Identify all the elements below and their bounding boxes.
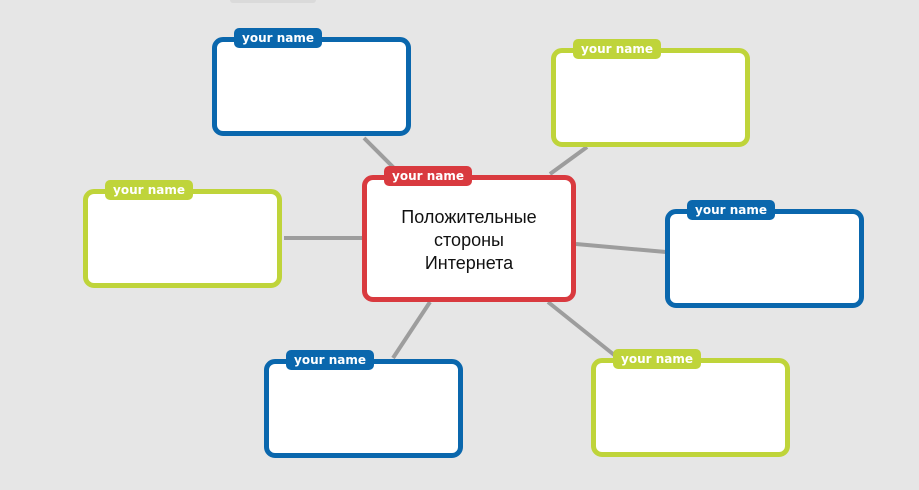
center-node-name-tag[interactable]: your name xyxy=(384,166,472,186)
node-bottom-right[interactable]: your name xyxy=(591,349,790,457)
center-text-line-2: стороны xyxy=(434,230,504,250)
node-middle-left-name-tag[interactable]: your name xyxy=(105,180,193,200)
center-text-line-1: Положительные xyxy=(401,207,537,227)
center-node[interactable]: your name Положительные стороны Интернет… xyxy=(362,166,576,302)
node-top-right-name-tag[interactable]: your name xyxy=(573,39,661,59)
connector-middle-right xyxy=(575,242,667,254)
connector-top-left xyxy=(362,136,398,172)
connector-bottom-left xyxy=(391,300,432,360)
node-bottom-right-name-tag[interactable]: your name xyxy=(613,349,701,369)
node-middle-right[interactable]: your name xyxy=(665,200,864,308)
connector-top-right xyxy=(548,145,589,176)
node-bottom-left[interactable]: your name xyxy=(264,350,463,458)
center-node-text: Положительные стороны Интернета xyxy=(367,206,571,275)
node-bottom-left-name-tag[interactable]: your name xyxy=(286,350,374,370)
top-edge-artifact xyxy=(230,0,316,3)
connector-bottom-right xyxy=(546,300,620,360)
node-top-left[interactable]: your name xyxy=(212,28,411,136)
node-top-right[interactable]: your name xyxy=(551,39,750,147)
node-middle-right-name-tag[interactable]: your name xyxy=(687,200,775,220)
center-text-line-3: Интернета xyxy=(424,253,514,273)
node-middle-left[interactable]: your name xyxy=(83,180,282,288)
node-top-left-name-tag[interactable]: your name xyxy=(234,28,322,48)
